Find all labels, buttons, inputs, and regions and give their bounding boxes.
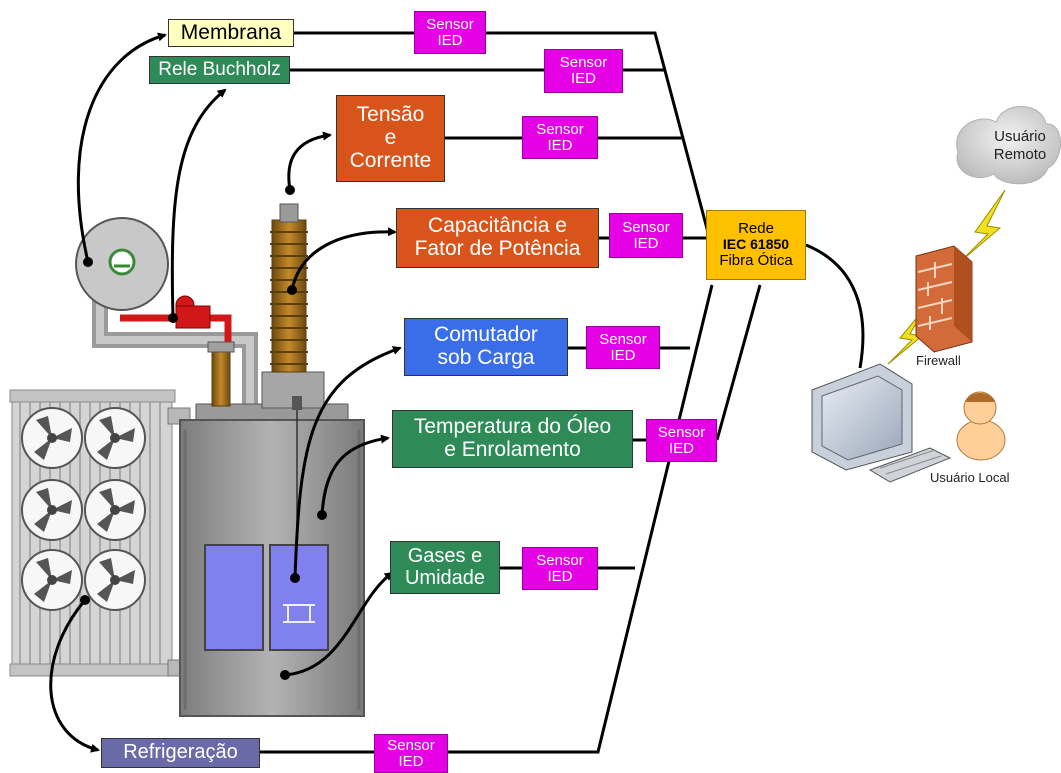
- label-gases-line: Gases e: [407, 544, 483, 567]
- sensor-label: Sensor: [622, 218, 670, 236]
- label-capacitancia: Capacitância e Fator de Potência: [396, 208, 599, 268]
- remote-user-line: Usuário: [994, 128, 1046, 145]
- label-tensao-line: Tensão: [356, 103, 425, 127]
- label-comutador: Comutador sob Carga: [404, 318, 568, 376]
- sensor-label: Sensor: [426, 15, 474, 33]
- fiber-wires: [260, 31, 865, 754]
- label-tensao-line: e: [384, 126, 397, 150]
- sensor-label: IED: [570, 70, 596, 87]
- label-gases-umidade: Gases e Umidade: [390, 541, 500, 594]
- label-capacitancia-line: Capacitância e: [428, 214, 567, 238]
- label-membrana: Membrana: [168, 19, 294, 47]
- label-refrigeracao: Refrigeração: [101, 738, 260, 768]
- firewall-icon: [915, 245, 973, 353]
- remote-user-line: Remoto: [993, 146, 1047, 163]
- transformer-illustration: [9, 203, 365, 717]
- sensor-label: Sensor: [536, 120, 584, 138]
- label-rele-buchholz-text: Rele Buchholz: [158, 58, 281, 80]
- label-gases-line: Umidade: [404, 566, 486, 589]
- label-tensao-line: Corrente: [349, 148, 432, 172]
- sensor-label: IED: [547, 136, 573, 154]
- sensor-label: Sensor: [387, 736, 435, 754]
- sensor-label: IED: [437, 31, 463, 49]
- label-membrana-text: Membrana: [180, 20, 282, 44]
- label-rele-buchholz: Rele Buchholz: [149, 56, 290, 84]
- local-user-label: Usuário Local: [930, 470, 1010, 485]
- label-comutador-line: Comutador: [434, 323, 538, 347]
- sensor-label: IED: [398, 752, 424, 770]
- local-user-icon: [956, 391, 1006, 461]
- label-temperatura-line: Temperatura do Óleo: [413, 415, 612, 439]
- remote-user-label: Usuário Remoto: [985, 128, 1055, 164]
- sensor-label: IED: [633, 234, 659, 252]
- rede-title: Rede: [738, 220, 774, 238]
- rede-medium: Fibra Ótica: [719, 251, 793, 269]
- sensor-label: Sensor: [657, 423, 706, 441]
- lightning-bolt-icon: [959, 189, 1006, 263]
- label-tensao-corrente: Tensão e Corrente: [336, 95, 445, 182]
- label-temperatura: Temperatura do Óleo e Enrolamento: [392, 410, 633, 468]
- sensor-label: IED: [610, 346, 636, 364]
- sensor-label: Sensor: [559, 54, 608, 72]
- label-comutador-line: sob Carga: [437, 346, 535, 369]
- measurement-arrows: [49, 32, 402, 753]
- sensor-label: IED: [547, 567, 573, 585]
- sensor-label: Sensor: [599, 330, 647, 348]
- sensor-label: Sensor: [536, 551, 584, 569]
- remote-user-cloud: [956, 106, 1061, 185]
- network-hub-rede: Rede IEC 61850 Fibra Ótica: [706, 210, 806, 280]
- rede-standard: IEC 61850: [722, 236, 790, 253]
- computer-icon: [811, 363, 952, 483]
- sensor-label: IED: [668, 439, 694, 457]
- label-refrigeracao-text: Refrigeração: [123, 741, 238, 764]
- firewall-label: Firewall: [916, 353, 961, 368]
- label-capacitancia-line: Fator de Potência: [414, 237, 581, 260]
- label-temperatura-line: e Enrolamento: [444, 438, 581, 461]
